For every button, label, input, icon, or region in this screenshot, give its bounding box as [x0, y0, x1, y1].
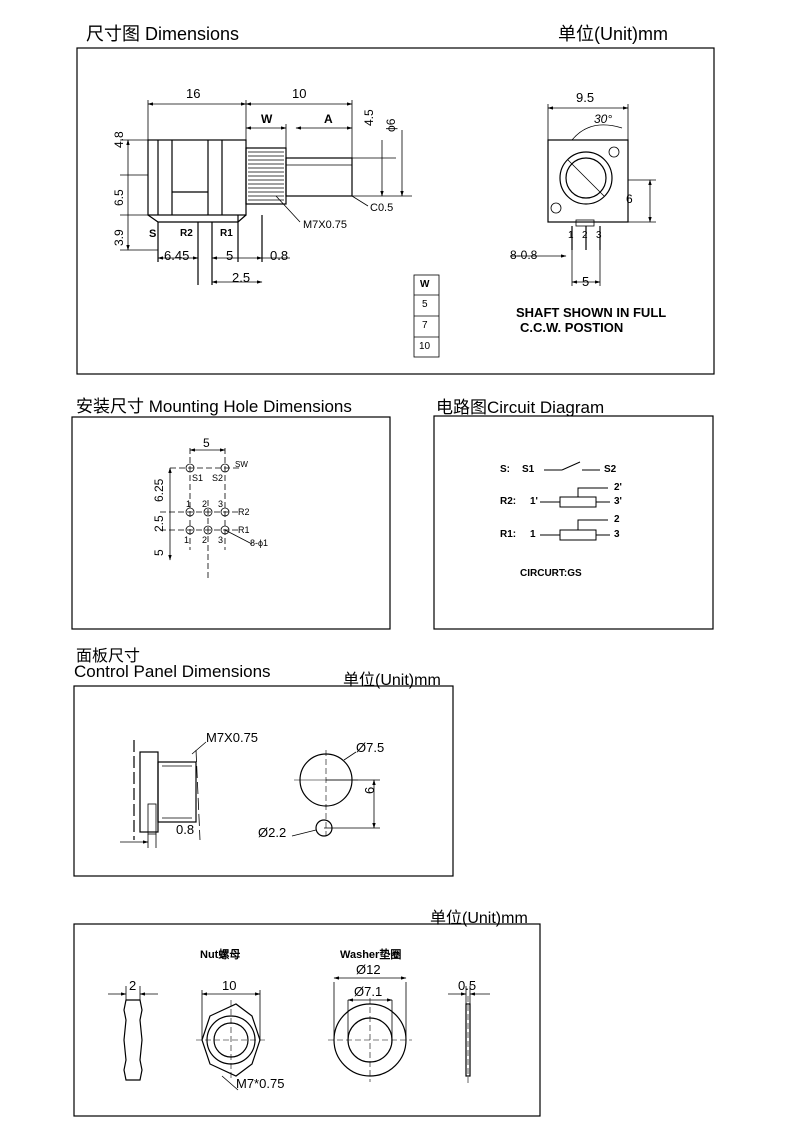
circuit-r1-p2: 2 [614, 514, 620, 525]
dim-39: 3.9 [112, 229, 126, 246]
pin-1: 1 [568, 230, 574, 241]
mount-r1: R1 [238, 525, 250, 535]
dimensions-title: 尺寸图 Dimensions [86, 24, 240, 44]
panel-dim-6: 6 [362, 786, 377, 794]
panel-dim-08: 0.8 [176, 822, 195, 837]
dim-65: 6.5 [112, 189, 126, 206]
dim-48: 4.8 [112, 131, 126, 148]
thread-m7: M7X0.75 [303, 219, 348, 231]
circuit-s1: S1 [522, 464, 535, 475]
dim-phi6: ϕ6 [384, 118, 398, 132]
circuit-r2-p1: 1' [530, 496, 538, 507]
nut-thread: M7*0.75 [236, 1076, 285, 1091]
washer-title: Washer垫圈 [340, 949, 402, 961]
dim-95: 9.5 [576, 90, 595, 105]
table-row-7: 7 [422, 320, 428, 331]
dim-10: 10 [292, 86, 307, 101]
dim-a: A [324, 112, 333, 126]
panel-drawing [133, 740, 358, 841]
circuit-title: 电路图Circuit Diagram [436, 398, 605, 417]
mounting-frame [71, 416, 391, 630]
circuit-r1-p3: 3 [614, 529, 620, 540]
mount-dim-625: 6.25 [152, 478, 166, 502]
pin-2: 2 [582, 230, 588, 241]
circuit-r2-label: R2: [500, 496, 517, 507]
panel-title-en: Control Panel Dimensions [74, 662, 271, 681]
mount-n3b: 3 [218, 535, 224, 545]
nut-title: Nut螺母 [200, 949, 241, 961]
mount-holes: 8-ϕ1 [250, 538, 269, 548]
dim-front-5: 5 [582, 274, 590, 289]
mount-dim-5: 5 [203, 436, 210, 450]
side-dims [120, 100, 412, 284]
panel-thread: M7X0.75 [206, 730, 259, 745]
panel-dim-75: Ø7.5 [356, 740, 385, 755]
panel-frame [73, 685, 454, 877]
label-s: S [149, 228, 157, 240]
dimensions-frame [76, 47, 715, 375]
mount-r2: R2 [238, 507, 250, 517]
mounting-title: 安装尺寸 Mounting Hole Dimensions [76, 397, 352, 416]
panel-unit: 单位(Unit)mm [343, 672, 441, 689]
circuit-s2: S2 [604, 464, 617, 475]
nut-frame [73, 923, 541, 1117]
panel-dim-22: Ø2.2 [258, 825, 287, 840]
panel-title-cn: 面板尺寸 [76, 648, 141, 665]
washer-dim-05: 0.5 [458, 978, 477, 993]
circuit-caption: CIRCURT:GS [520, 568, 582, 579]
w-table [413, 274, 440, 358]
circuit-r1-label: R1: [500, 529, 517, 540]
mount-dim-5b: 5 [152, 549, 166, 556]
mount-dim-25: 2.5 [152, 515, 166, 532]
mounting-holes [160, 448, 253, 580]
mount-s1: S1 [192, 473, 204, 483]
dim-16: 16 [186, 86, 201, 101]
mount-n2b: 2 [202, 535, 208, 545]
mount-n2: 2 [202, 499, 208, 509]
label-r1: R1 [220, 228, 233, 239]
dim-08: 0.8 [270, 248, 289, 263]
note-ccw: C.C.W. POSTION [520, 320, 624, 335]
mount-n3: 3 [218, 499, 224, 509]
dim-holes: 8-0.8 [510, 248, 538, 262]
circuit-r2-p3: 3' [614, 496, 622, 507]
circuit-r2-p2: 2' [614, 482, 622, 493]
chamfer-c05: C0.5 [370, 202, 394, 214]
nut-drawing [123, 996, 471, 1084]
dim-45: 4.5 [362, 109, 376, 126]
dim-5: 5 [226, 248, 234, 263]
label-r2: R2 [180, 228, 193, 239]
nut-dim-10: 10 [222, 978, 237, 993]
mount-sw: SW [235, 460, 248, 469]
washer-dim-71: Ø7.1 [354, 984, 383, 999]
circuit-s-label: S: [500, 464, 510, 475]
circuit-frame [433, 415, 714, 630]
nut-unit: 单位(Unit)mm [430, 910, 528, 927]
dim-front-6: 6 [626, 192, 633, 206]
table-header-w: W [420, 279, 430, 290]
circuit-lines [540, 461, 610, 541]
washer-dim-12: Ø12 [356, 962, 381, 977]
dim-25: 2.5 [232, 270, 251, 285]
table-row-5: 5 [422, 299, 428, 310]
circuit-r1-p1: 1 [530, 529, 536, 540]
note-shaft: SHAFT SHOWN IN FULL [516, 305, 667, 320]
front-dims [510, 104, 656, 286]
side-view [147, 139, 353, 285]
table-row-10: 10 [419, 341, 431, 352]
mount-n1b: 1 [184, 535, 190, 545]
pin-3: 3 [596, 230, 602, 241]
dim-645: 6.45 [164, 248, 190, 263]
dim-angle: 30° [594, 112, 613, 126]
dimensions-unit: 单位(Unit)mm [558, 24, 668, 44]
front-view [547, 139, 629, 250]
mount-s2: S2 [212, 473, 224, 483]
nut-dims [108, 976, 490, 1091]
panel-dims [120, 741, 380, 848]
dim-w: W [261, 112, 273, 126]
mount-n1: 1 [186, 499, 192, 509]
nut-dim-2: 2 [129, 978, 137, 993]
